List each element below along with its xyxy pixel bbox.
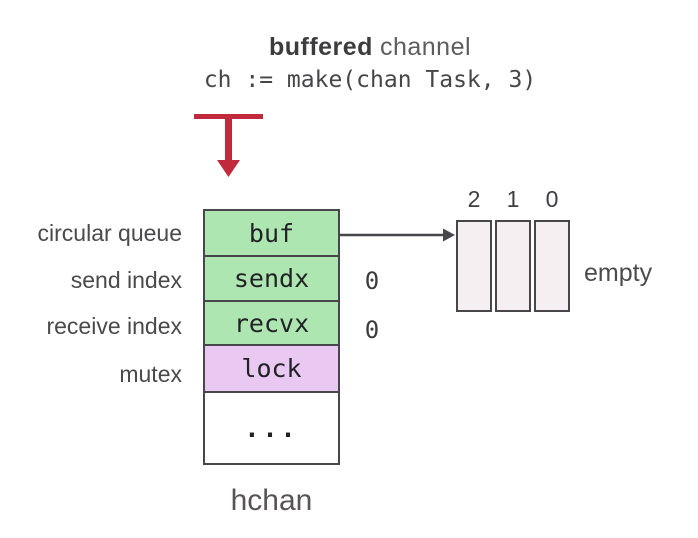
annotation-send-index: send index [70,267,182,293]
buffer-slot [456,220,492,312]
annotation-receive-index: receive index [46,313,182,339]
annotation-circular-queue: circular queue [37,220,182,246]
down-arrow-icon [194,114,263,177]
hchan-struct: buf sendx recvx lock ... [203,209,340,465]
right-arrow-icon [340,228,455,242]
struct-field-ellipsis: ... [205,391,338,463]
slot-index-0: 0 [545,186,559,212]
annotation-mutex: mutex [119,361,182,387]
title-emphasis: buffered [268,33,373,61]
sendx-value: 0 [364,267,380,295]
buffer-status-label: empty [584,259,653,287]
circular-buffer-array [456,220,570,312]
title-suffix: channel [379,33,472,61]
slot-index-2: 2 [467,186,481,212]
recvx-value: 0 [364,316,380,344]
slot-index-labels: 2 1 0 [456,186,570,213]
channel-make-code: ch := make(chan Task, 3) [203,67,537,93]
struct-caption: hchan [230,484,313,517]
buffer-slot [534,220,570,312]
slot-index-1: 1 [506,186,520,212]
buffer-slot [495,220,531,312]
struct-field-recvx: recvx [205,300,338,344]
struct-field-sendx: sendx [205,255,338,300]
struct-field-buf: buf [205,211,338,255]
struct-field-lock: lock [205,344,338,391]
